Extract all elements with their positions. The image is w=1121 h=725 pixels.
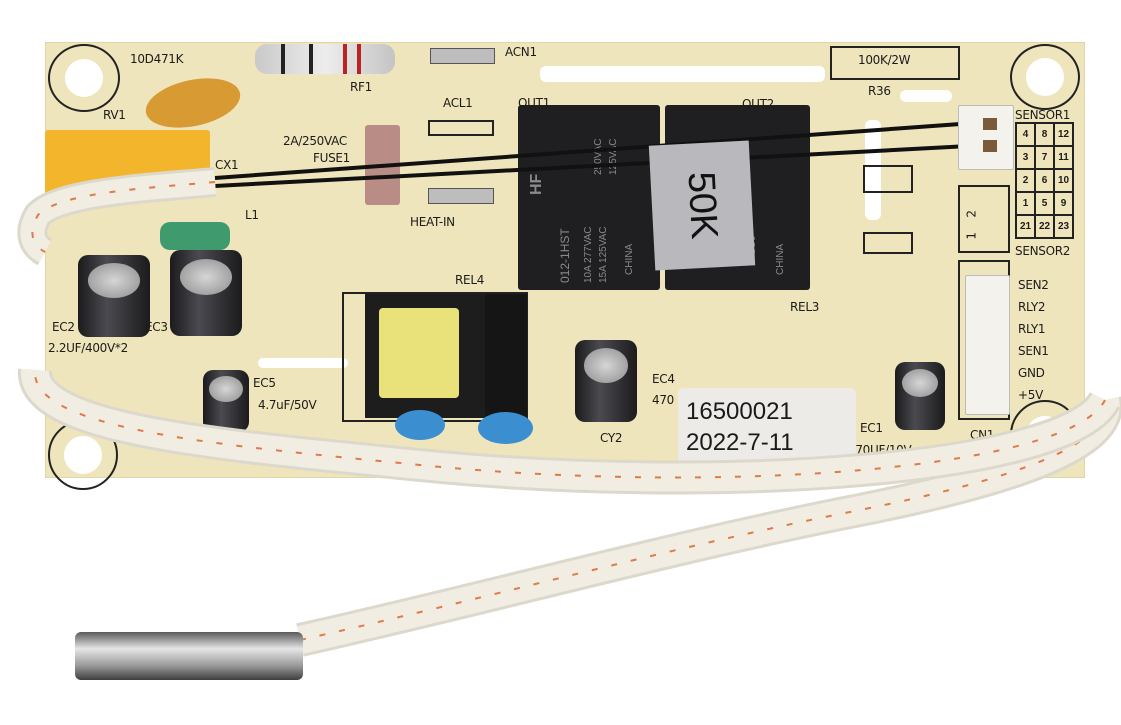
grid-cell: 11	[1054, 146, 1073, 169]
grid-cell: 9	[1054, 192, 1073, 215]
capacitor-ec5	[203, 370, 249, 432]
relay-rel4: HF 012-1HST 10A 277VAC 15A 125VAC CHINA …	[518, 105, 660, 290]
silk-label: SENSOR1	[1015, 108, 1071, 122]
board-slot	[900, 90, 952, 102]
inductor-l1	[160, 222, 230, 250]
grid-cell: 1	[1016, 192, 1035, 215]
capacitor-ec4	[575, 340, 637, 422]
grid-cell: 7	[1035, 146, 1054, 169]
silk-label: +5V	[1018, 388, 1043, 402]
silk-label: SEN1	[1018, 344, 1049, 358]
silk-label: EC4	[652, 372, 675, 386]
grid-cell: 5	[1035, 192, 1054, 215]
resistor-rf1	[255, 44, 395, 74]
sensor-wire	[214, 143, 989, 188]
board-slot	[258, 358, 348, 368]
silk-label: ACL1	[443, 96, 473, 110]
sensor-sleeve	[296, 396, 1120, 654]
grid-cell: 4	[1016, 123, 1035, 146]
silk-label: SENSOR2	[1015, 244, 1071, 258]
sleeve-stripe	[31, 181, 216, 253]
silk-label: GND	[1018, 366, 1045, 380]
capacitor-cy1	[395, 410, 445, 440]
silk-label: FUSE1	[313, 151, 351, 165]
silk-label: RV1	[103, 108, 126, 122]
silk-label: ACN1	[505, 45, 537, 59]
silk-label: SEN2	[1018, 278, 1049, 292]
silk-label: 4.7uF/50V	[258, 398, 317, 412]
pad-footprint	[863, 232, 913, 254]
mounting-hole	[48, 44, 120, 112]
grid-cell: 2	[1016, 169, 1035, 192]
silk-label: OUT1	[518, 96, 550, 110]
grid-cell: 6	[1035, 169, 1054, 192]
terminal-heat-in	[428, 188, 494, 204]
resistor-r36-outline	[830, 46, 960, 80]
capacitor-cy2	[478, 412, 533, 444]
connector-cn1[interactable]	[965, 275, 1010, 415]
silk-label: CX1	[215, 158, 239, 172]
terminal-acn1	[430, 48, 495, 64]
grid-cell: 22	[1035, 215, 1054, 238]
terminal-acl1	[428, 120, 494, 136]
grid-cell: 12	[1054, 123, 1073, 146]
pad-footprint	[863, 165, 913, 193]
sticker-date: 2022-7-11	[686, 429, 794, 456]
silk-label: 100K/2W	[858, 53, 911, 67]
silk-label: RF1	[350, 80, 372, 94]
silk-label: EC5	[253, 376, 276, 390]
silk-label: HEAT-IN	[410, 215, 455, 229]
silk-label: RLY2	[1018, 300, 1046, 314]
silk-label: R36	[868, 84, 891, 98]
grid-cell: 23	[1054, 215, 1073, 238]
transformer-core	[485, 294, 527, 418]
silk-label: L1	[245, 208, 259, 222]
grid-cell: 10	[1054, 169, 1073, 192]
board-slot	[540, 66, 825, 82]
capacitor-ec2	[78, 255, 150, 337]
sensor-sleeve	[21, 368, 1118, 492]
silk-label: REL3	[790, 300, 820, 314]
date-sticker: 16500021 2022-7-11	[678, 388, 856, 464]
board-slot	[865, 120, 881, 220]
temperature-probe	[75, 632, 303, 680]
sensor-wire	[214, 120, 989, 180]
silk-label: EC2	[52, 320, 75, 334]
silk-label: 2A/250VAC	[283, 134, 347, 148]
grid-cell: 8	[1035, 123, 1054, 146]
grid-cell: 21	[1016, 215, 1035, 238]
silk-label: REL4	[455, 273, 485, 287]
silk-label: RLY1	[1018, 322, 1046, 336]
capacitor-ec3	[170, 250, 242, 336]
capacitor-ec1	[895, 362, 945, 430]
grid-cell: 3	[1016, 146, 1035, 169]
silk-label: OUT2	[742, 97, 774, 111]
transformer	[365, 294, 485, 418]
silk-label: CY2	[600, 431, 623, 445]
connector-sensor1[interactable]	[958, 105, 1014, 170]
silk-label: 470	[652, 393, 675, 407]
silk-label: EC1	[860, 421, 883, 435]
connector-sensor2-footprint: 2 1	[958, 185, 1010, 253]
silk-label: 2.2UF/400V*2	[48, 341, 128, 355]
mounting-hole	[1010, 44, 1080, 110]
silk-label: 10D471K	[130, 52, 184, 66]
sticker-code: 16500021	[686, 398, 793, 425]
silk-label: EC3	[145, 320, 168, 334]
